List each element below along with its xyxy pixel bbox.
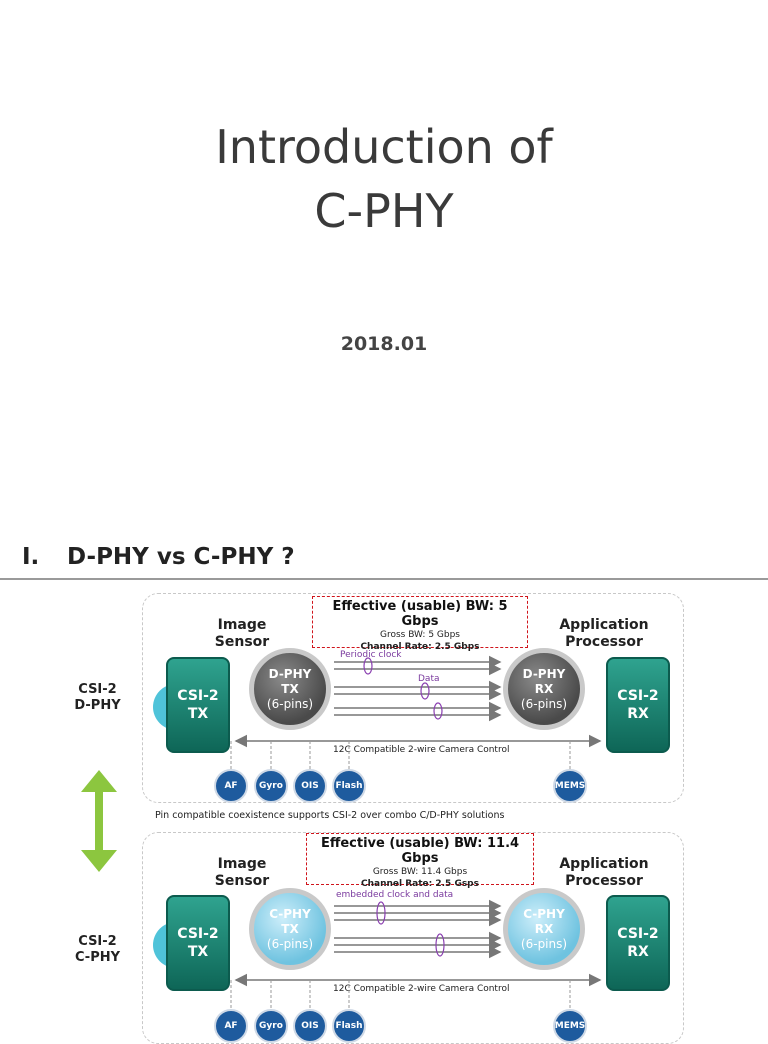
dphy-chip-gyro: Gyro (254, 769, 288, 803)
cphy-rx-circle: C-PHY RX (6-pins) (503, 888, 585, 970)
dphy-processor-line-2: Processor (565, 634, 643, 650)
cphy-app-processor-label: Application Processor (548, 856, 660, 890)
cphy-tx-role: TX (281, 921, 299, 936)
dphy-rx-circle: D-PHY RX (6-pins) (503, 648, 585, 730)
dphy-bandwidth-box: Effective (usable) BW: 5 Gbps Gross BW: … (312, 596, 528, 652)
dphy-rx-line-1: CSI-2 (617, 688, 659, 704)
cphy-channel-rate: Channel Rate: 2.5 Gsps (361, 879, 479, 889)
dphy-tx-pins: (6-pins) (266, 696, 314, 711)
dphy-clock-pair-marker (363, 657, 373, 675)
dphy-rx-pins: (6-pins) (520, 696, 568, 711)
dphy-gross-bw: Gross BW: 5 Gbps (379, 630, 460, 640)
dphy-panel (142, 593, 684, 803)
dphy-row-label-2: D-PHY (74, 698, 121, 713)
title-line-2: C-PHY (314, 184, 454, 238)
dphy-sensor-line-2: Sensor (214, 634, 270, 650)
dphy-tx-name: D-PHY (268, 666, 312, 681)
section-heading: I. D-PHY vs C-PHY ? (22, 544, 295, 570)
cphy-control-label: 12C Compatible 2-wire Camera Control (333, 984, 510, 994)
cphy-sensor-line-2: Sensor (214, 873, 270, 889)
dphy-data-pair-marker-1 (420, 682, 430, 700)
dphy-processor-line-1: Application (559, 617, 649, 633)
cphy-rx-line-1: CSI-2 (617, 926, 659, 942)
cphy-trio-marker-1 (376, 901, 386, 925)
dphy-channel-rate: Channel Rate: 2.5 Gbps (360, 642, 480, 652)
dphy-rx-name: D-PHY (522, 666, 566, 681)
cphy-processor-line-2: Processor (565, 873, 643, 889)
dphy-rx-line-2: RX (627, 706, 649, 722)
dphy-row-label: CSI-2 D-PHY (50, 682, 145, 714)
coexistence-note: Pin compatible coexistence supports CSI-… (155, 810, 505, 821)
cphy-tx-pins: (6-pins) (266, 936, 314, 951)
dphy-tx-circle: D-PHY TX (6-pins) (249, 648, 331, 730)
cphy-trio-marker-2 (435, 933, 445, 957)
cphy-tx-line-1: CSI-2 (177, 926, 219, 942)
dphy-chip-ois: OIS (293, 769, 327, 803)
cphy-processor-line-1: Application (559, 856, 649, 872)
cphy-gross-bw: Gross BW: 11.4 Gbps (372, 867, 468, 877)
section-divider (0, 578, 768, 580)
cphy-tx-name: C-PHY (269, 906, 311, 921)
cphy-rx-pins: (6-pins) (520, 936, 568, 951)
dphy-chip-mems: MEMS (553, 769, 587, 803)
dphy-app-processor-label: Application Processor (548, 617, 660, 651)
dphy-tx-line-1: CSI-2 (177, 688, 219, 704)
dphy-tx-role: TX (281, 681, 299, 696)
dphy-bw-title: Effective (usable) BW: 5 Gbps (332, 599, 508, 629)
cphy-rx-name: C-PHY (523, 906, 565, 921)
cphy-rx-line-2: RX (627, 944, 649, 960)
cphy-tx-line-2: TX (187, 944, 209, 960)
dphy-sensor-line-1: Image (217, 617, 267, 633)
dphy-tx-line-2: TX (187, 706, 209, 722)
dphy-periodic-clock-note: Periodic clock (340, 650, 402, 660)
dphy-chip-flash: Flash (332, 769, 366, 803)
section-number: I. (22, 544, 40, 570)
cphy-bandwidth-box: Effective (usable) BW: 11.4 Gbps Gross B… (306, 833, 534, 889)
dphy-row-label-1: CSI-2 (78, 682, 117, 697)
cphy-rx-role: RX (534, 921, 554, 936)
cphy-row-label-1: CSI-2 (78, 934, 117, 949)
title-line-1: Introduction of (215, 120, 553, 174)
cphy-bw-title: Effective (usable) BW: 11.4 Gbps (320, 836, 520, 866)
dphy-chip-af: AF (214, 769, 248, 803)
dphy-image-sensor-label: Image Sensor (200, 617, 284, 651)
date-label: 2018.01 (340, 333, 428, 355)
cphy-embedded-clock-note: embedded clock and data (336, 890, 454, 900)
coexistence-double-arrow (81, 770, 117, 872)
cphy-tx-circle: C-PHY TX (6-pins) (249, 888, 331, 970)
dphy-data-pair-marker-2 (433, 702, 443, 720)
cphy-sensor-line-1: Image (217, 856, 267, 872)
section-title: D-PHY vs C-PHY ? (67, 544, 295, 570)
dphy-control-label: 12C Compatible 2-wire Camera Control (333, 745, 510, 755)
cphy-row-label: CSI-2 C-PHY (50, 934, 145, 966)
cphy-image-sensor-label: Image Sensor (200, 856, 284, 890)
dphy-rx-role: RX (534, 681, 554, 696)
dphy-data-note: Data (418, 674, 440, 684)
cphy-row-label-2: C-PHY (74, 950, 121, 965)
